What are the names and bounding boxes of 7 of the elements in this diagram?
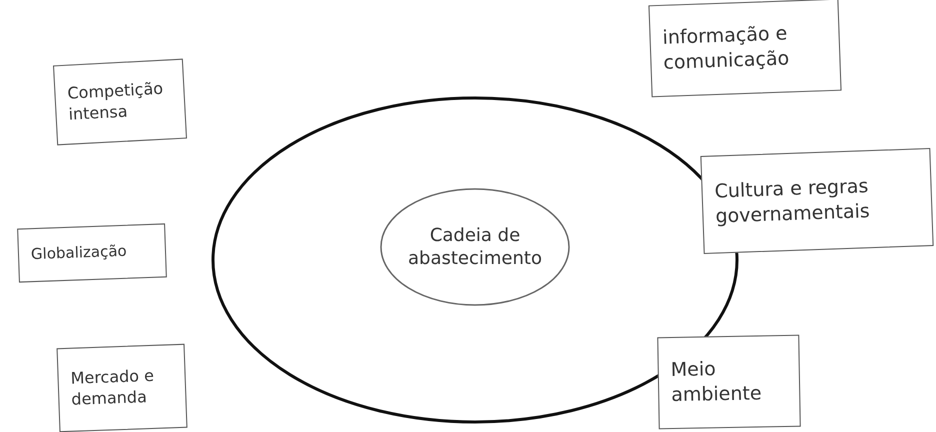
factor-box: informação e comunicação xyxy=(648,0,842,98)
factor-box: Mercado e demanda xyxy=(56,344,188,432)
ellipse-label: Cadeia de abastecimento xyxy=(407,224,543,270)
factor-box: Cultura e regras governamentais xyxy=(700,148,934,254)
factor-box: Meio ambiente xyxy=(657,334,801,430)
factor-box: Competição intensa xyxy=(53,58,187,146)
factor-box: Globalização xyxy=(17,223,167,283)
